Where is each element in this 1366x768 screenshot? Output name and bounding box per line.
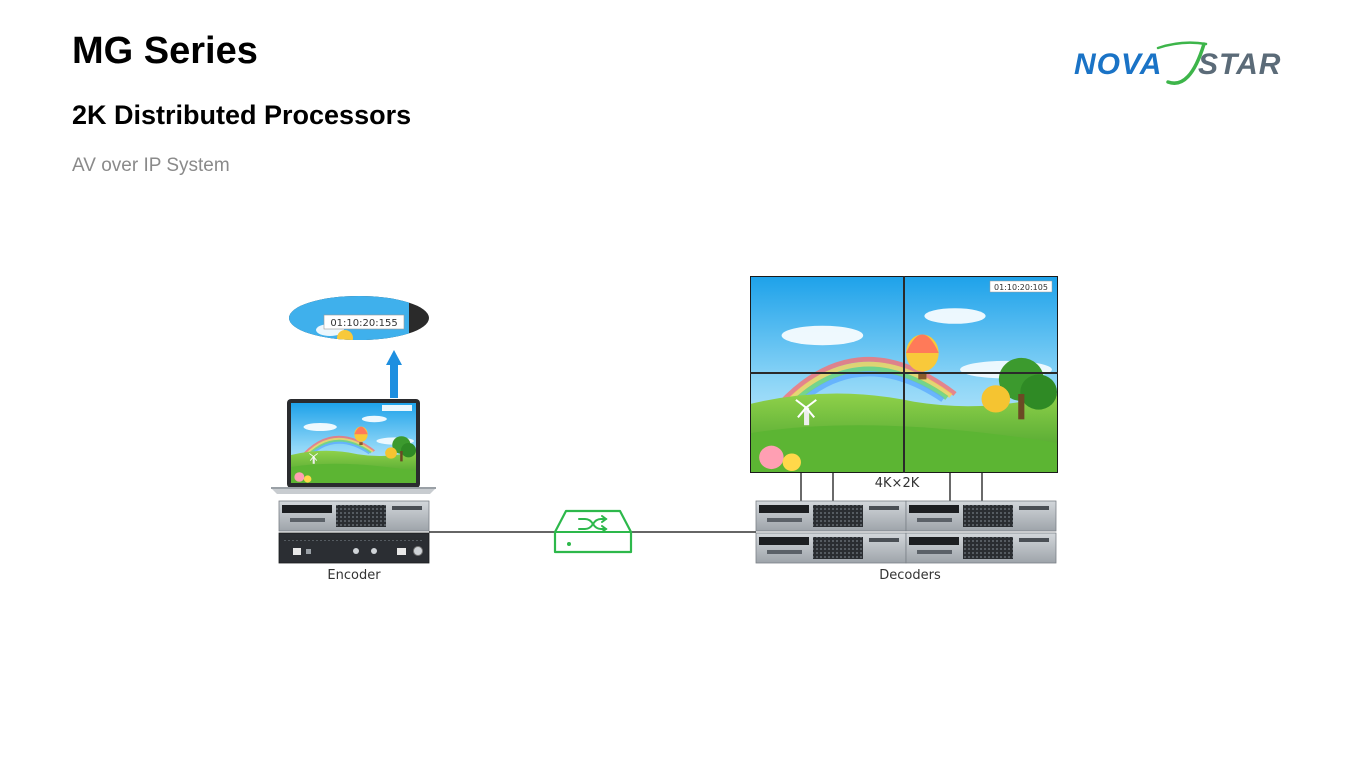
page-title: MG Series <box>72 30 258 72</box>
logo-text-nova: NOVA <box>1074 48 1162 81</box>
wall-resolution-label: 4K×2K <box>875 476 920 491</box>
page-subtitle: 2K Distributed Processors <box>72 100 412 130</box>
wall-timestamp: 01:10:20:105 <box>994 283 1048 292</box>
video-wall: 01:10:20:105 <box>750 276 1058 473</box>
decoder-unit <box>905 532 1057 564</box>
decoder-stack <box>755 500 1057 564</box>
shuffle-icon <box>578 515 608 533</box>
laptop <box>271 399 436 494</box>
encoder-label: Encoder <box>327 568 381 583</box>
zoom-timestamp-box <box>323 314 405 330</box>
page-tagline: AV over IP System <box>72 155 230 176</box>
wall-timestamp-box <box>989 280 1053 293</box>
decoder-unit <box>905 500 1057 532</box>
zoom-detail: 01:10:20:155 <box>289 296 429 340</box>
wall-cables <box>800 473 983 501</box>
decoder-unit <box>755 500 907 532</box>
logo-swoosh-top <box>1156 41 1208 50</box>
novastar-logo: NOVA STAR <box>1074 41 1281 85</box>
network-switch <box>553 509 633 554</box>
decoders-label: Decoders <box>879 568 941 583</box>
encoder-device <box>278 500 430 564</box>
zoom-arrow-icon <box>386 350 402 398</box>
logo-text-star: STAR <box>1198 48 1281 81</box>
zoom-timestamp: 01:10:20:155 <box>330 318 397 329</box>
logo-swoosh <box>1166 42 1206 85</box>
decoder-unit <box>755 532 907 564</box>
